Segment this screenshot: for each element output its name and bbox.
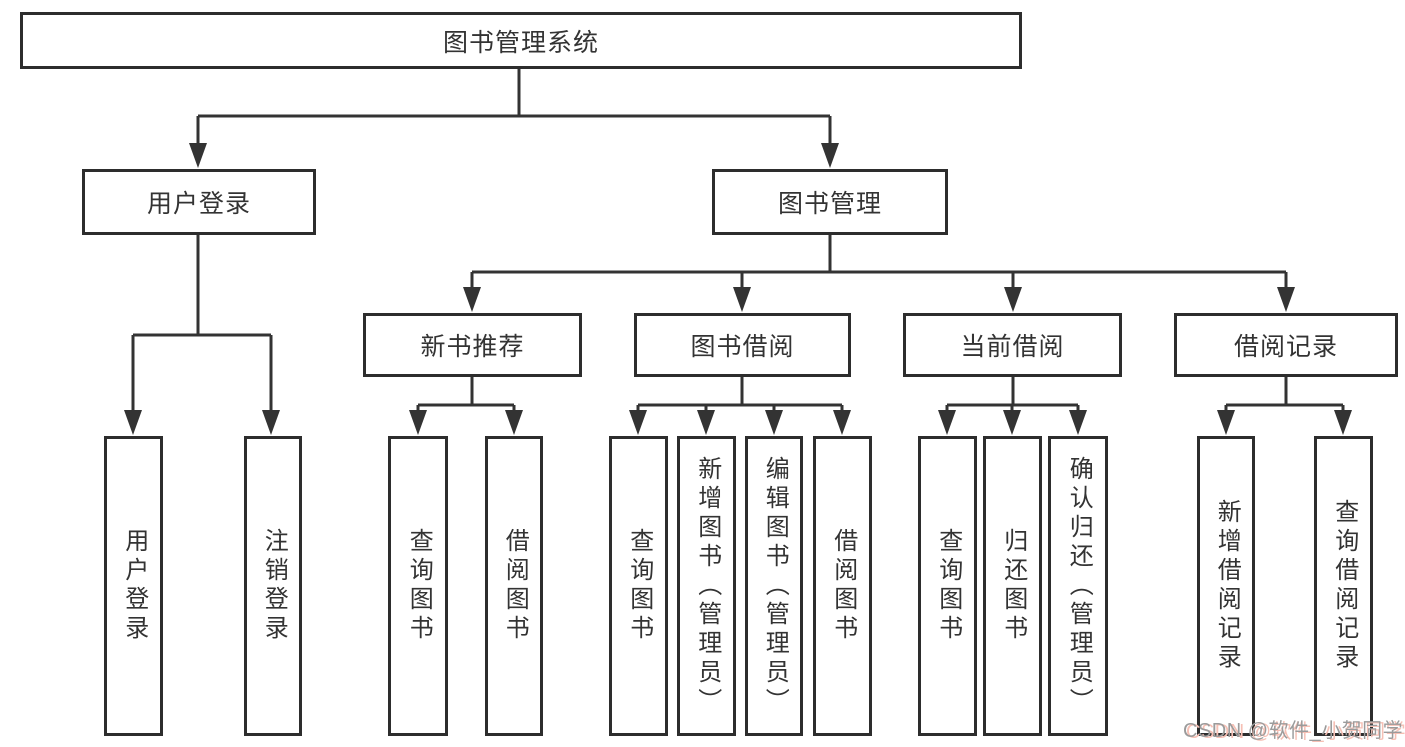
node-current-borrowing-label: 当前借阅 bbox=[960, 333, 1065, 361]
leaf-query-books-borrowing: 查询图书 bbox=[609, 436, 668, 736]
node-new-book-recommendation-label: 新书推荐 bbox=[420, 333, 525, 361]
node-book-management-label: 图书管理 bbox=[777, 190, 882, 218]
node-borrowing-records-label: 借阅记录 bbox=[1233, 333, 1338, 361]
node-root-label: 图书管理系统 bbox=[442, 28, 599, 57]
node-user-login: 用户登录 bbox=[82, 169, 316, 235]
node-user-login-label: 用户登录 bbox=[146, 190, 251, 218]
leaf-query-books-recommend: 查询图书 bbox=[388, 436, 448, 736]
leaf-borrow-books-borrowing: 借阅图书 bbox=[813, 436, 872, 736]
node-root: 图书管理系统 bbox=[20, 12, 1022, 69]
leaf-query-borrow-record: 查询借阅记录 bbox=[1314, 436, 1373, 736]
watermark: CSDN @软件_小贺同学 bbox=[1183, 720, 1404, 742]
node-borrowing-records: 借阅记录 bbox=[1174, 313, 1398, 377]
node-book-borrowing: 图书借阅 bbox=[634, 313, 851, 377]
leaf-confirm-return-admin-label: 确认归还（管理员） bbox=[1065, 455, 1093, 717]
leaf-query-books-current: 查询图书 bbox=[918, 436, 977, 736]
leaf-add-books-admin: 新增图书（管理员） bbox=[677, 436, 736, 736]
leaf-edit-books-admin: 编辑图书（管理员） bbox=[745, 436, 803, 736]
leaf-borrow-books-recommend-label: 借阅图书 bbox=[501, 528, 529, 644]
leaf-logout-login: 注销登录 bbox=[244, 436, 302, 736]
node-new-book-recommendation: 新书推荐 bbox=[363, 313, 582, 377]
node-current-borrowing: 当前借阅 bbox=[903, 313, 1122, 377]
leaf-return-books-label: 归还图书 bbox=[999, 528, 1027, 644]
leaf-borrow-books-borrowing-label: 借阅图书 bbox=[829, 528, 857, 644]
leaf-return-books: 归还图书 bbox=[983, 436, 1042, 736]
leaf-borrow-books-recommend: 借阅图书 bbox=[485, 436, 543, 736]
leaf-edit-books-admin-label: 编辑图书（管理员） bbox=[761, 455, 789, 717]
leaf-add-borrow-record: 新增借阅记录 bbox=[1197, 436, 1255, 736]
leaf-logout-login-label: 注销登录 bbox=[260, 528, 288, 644]
leaf-user-login: 用户登录 bbox=[104, 436, 163, 736]
leaf-add-borrow-record-label: 新增借阅记录 bbox=[1213, 499, 1241, 673]
leaf-add-books-admin-label: 新增图书（管理员） bbox=[693, 455, 721, 717]
leaf-query-borrow-record-label: 查询借阅记录 bbox=[1330, 499, 1358, 673]
leaf-query-books-borrowing-label: 查询图书 bbox=[625, 528, 653, 644]
node-book-borrowing-label: 图书借阅 bbox=[690, 333, 795, 361]
leaf-user-login-label: 用户登录 bbox=[120, 528, 148, 644]
node-book-management: 图书管理 bbox=[712, 169, 948, 235]
leaf-confirm-return-admin: 确认归还（管理员） bbox=[1048, 436, 1108, 736]
leaf-query-books-recommend-label: 查询图书 bbox=[405, 528, 433, 644]
leaf-query-books-current-label: 查询图书 bbox=[934, 528, 962, 644]
